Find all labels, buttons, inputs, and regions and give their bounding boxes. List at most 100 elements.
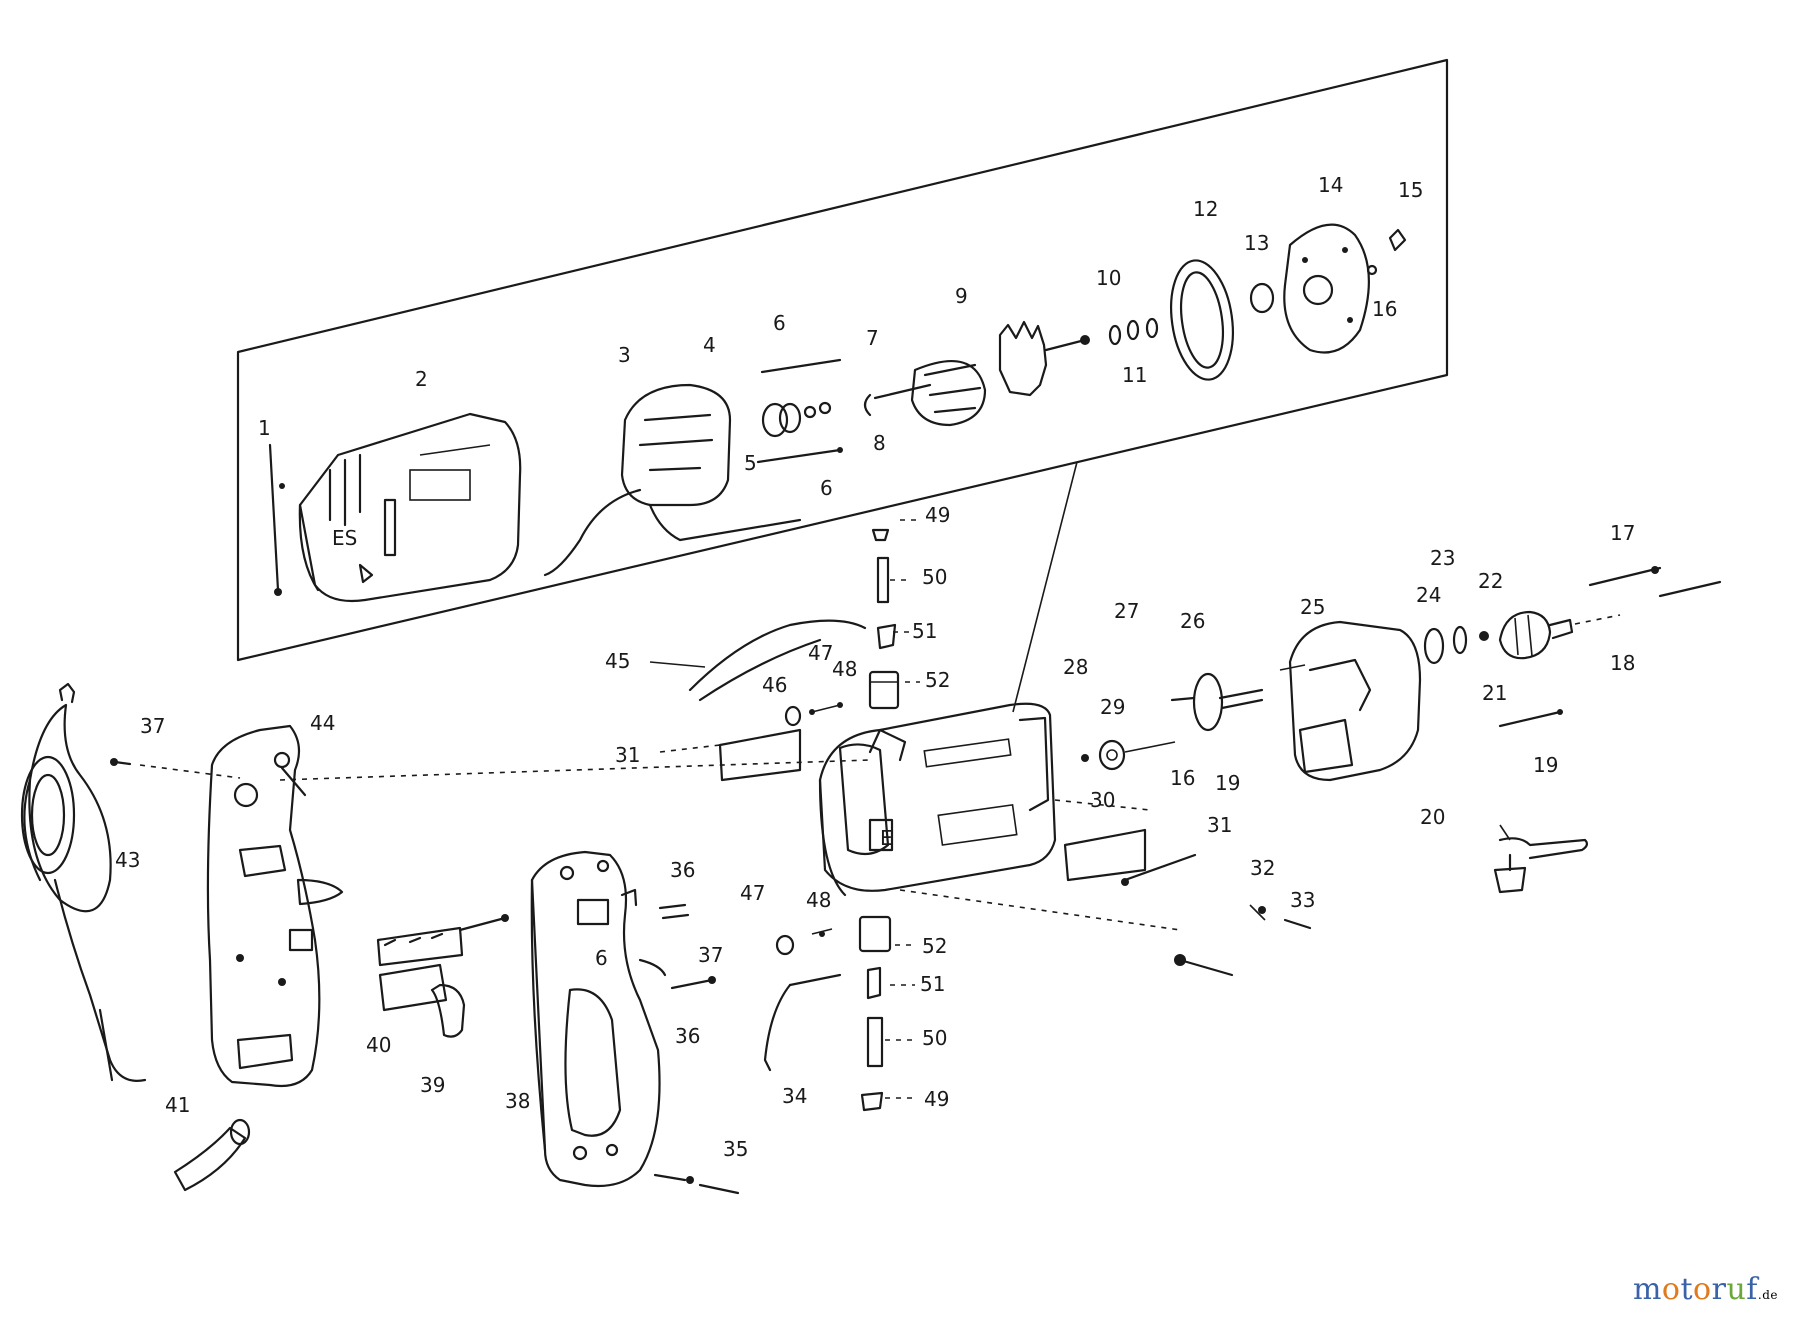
callout-label-51: 51 bbox=[912, 619, 937, 643]
callout-label-18: 18 bbox=[1610, 651, 1635, 675]
part-21-pin bbox=[1498, 709, 1563, 728]
callout-label-23: 23 bbox=[1430, 546, 1455, 570]
callout-label-4: 4 bbox=[703, 333, 716, 357]
callout-label-47: 47 bbox=[808, 641, 833, 665]
callout-label-29: 29 bbox=[1100, 695, 1125, 719]
part-31-screw-lower bbox=[1121, 853, 1197, 886]
part-14-end-plate bbox=[1283, 223, 1370, 354]
part-15-clip bbox=[1388, 228, 1407, 252]
callout-label-27: 27 bbox=[1114, 599, 1139, 623]
part-13-bushing bbox=[1249, 282, 1275, 314]
callout-label-31: 31 bbox=[615, 743, 640, 767]
label-leaders bbox=[649, 519, 1511, 1099]
callout-label-16: 16 bbox=[1372, 297, 1397, 321]
watermark-letter: f bbox=[1746, 1272, 1758, 1307]
callout-label-49: 49 bbox=[925, 503, 950, 527]
part-17-key bbox=[1588, 566, 1722, 598]
callout-label-22: 22 bbox=[1478, 569, 1503, 593]
callout-label-37: 37 bbox=[698, 943, 723, 967]
callout-label-24: 24 bbox=[1416, 583, 1441, 607]
part-6-pin bbox=[756, 358, 843, 464]
callout-label-34: 34 bbox=[782, 1084, 807, 1108]
svg-text:E: E bbox=[880, 826, 893, 850]
watermark: motoruf.de bbox=[1633, 1272, 1778, 1307]
watermark-letter: r bbox=[1711, 1272, 1727, 1307]
part-49-cap-upper bbox=[871, 528, 890, 542]
part-9-armature bbox=[863, 320, 1090, 427]
callout-label-30: 30 bbox=[1090, 788, 1115, 812]
callout-label-47: 47 bbox=[740, 881, 765, 905]
part-1-spring bbox=[268, 443, 285, 596]
part-43-power-cord bbox=[20, 682, 147, 1082]
callout-label-40: 40 bbox=[366, 1033, 391, 1057]
part-51-spring-upper bbox=[876, 623, 897, 650]
part-23-washer bbox=[1452, 625, 1468, 655]
callout-label-16: 16 bbox=[1170, 766, 1195, 790]
assembly-line-mid bbox=[279, 759, 871, 781]
part-4-bearing bbox=[761, 402, 802, 438]
callout-label-3: 3 bbox=[618, 343, 631, 367]
part-30-bracket bbox=[1063, 828, 1147, 882]
part-44-handle-left bbox=[206, 724, 344, 1088]
part-32-screw bbox=[1174, 954, 1234, 977]
part-31-bracket-upper bbox=[659, 728, 802, 782]
part-3-field-coil bbox=[543, 383, 802, 577]
callout-label-2: 2 bbox=[415, 367, 428, 391]
callout-label-17: 17 bbox=[1610, 521, 1635, 545]
part-20-chuck-key bbox=[1493, 837, 1589, 894]
part-50-brush-lower bbox=[866, 1016, 884, 1068]
callout-label-14: 14 bbox=[1318, 173, 1343, 197]
svg-text:6: 6 bbox=[595, 946, 608, 970]
watermark-letter: m bbox=[1632, 1272, 1662, 1307]
callout-label-48: 48 bbox=[832, 657, 857, 681]
callout-label-45: 45 bbox=[605, 649, 630, 673]
callout-label-38: 38 bbox=[505, 1089, 530, 1113]
callout-label-10: 10 bbox=[1096, 266, 1121, 290]
part-10-washers bbox=[1108, 317, 1159, 346]
callout-label-32: 32 bbox=[1250, 856, 1275, 880]
callout-label-44: 44 bbox=[310, 711, 335, 735]
watermark-letter: u bbox=[1726, 1272, 1747, 1307]
watermark-letter: o bbox=[1693, 1272, 1712, 1307]
part-35-screws bbox=[653, 1173, 740, 1195]
callout-label-50: 50 bbox=[922, 1026, 947, 1050]
callout-label-5: 5 bbox=[744, 451, 757, 475]
inset-panel bbox=[236, 58, 1449, 662]
part-36-screws-right bbox=[658, 903, 716, 990]
callout-label-36: 36 bbox=[675, 1024, 700, 1048]
part-26-gear bbox=[1170, 672, 1264, 732]
callout-label-21: 21 bbox=[1482, 681, 1507, 705]
callout-label-48: 48 bbox=[806, 888, 831, 912]
callout-label-31: 31 bbox=[1207, 813, 1232, 837]
callout-label-50: 50 bbox=[922, 565, 947, 589]
callout-label-26: 26 bbox=[1180, 609, 1205, 633]
callout-label-1: 1 bbox=[258, 416, 271, 440]
part-18-chuck bbox=[1498, 610, 1621, 660]
part-49-cap-lower bbox=[860, 1091, 884, 1112]
part-2-field-housing: ES bbox=[298, 412, 522, 603]
callout-label-7: 7 bbox=[866, 326, 879, 350]
callout-label-43: 43 bbox=[115, 848, 140, 872]
callout-label-19: 19 bbox=[1215, 771, 1240, 795]
watermark-letter: o bbox=[1661, 1272, 1681, 1307]
part-16-screw bbox=[1366, 264, 1378, 276]
callout-label-6: 6 bbox=[820, 476, 833, 500]
callout-label-37: 37 bbox=[140, 714, 165, 738]
part-22-ring bbox=[1479, 631, 1489, 641]
callout-label-6: 6 bbox=[773, 311, 786, 335]
part-41-strain-relief bbox=[173, 1118, 251, 1192]
part-33-washer bbox=[1258, 906, 1312, 930]
callout-label-12: 12 bbox=[1193, 197, 1218, 221]
part-25-gear-case bbox=[1279, 620, 1422, 782]
part-40-switch bbox=[376, 914, 509, 1012]
main-motor-housing: E bbox=[818, 702, 1181, 931]
watermark-letter: t bbox=[1680, 1272, 1694, 1307]
callout-label-9: 9 bbox=[955, 284, 968, 308]
callout-label-41: 41 bbox=[165, 1093, 190, 1117]
part-37-screw-left bbox=[110, 758, 132, 766]
assembly-line-right bbox=[1054, 799, 1151, 811]
callout-label-13: 13 bbox=[1244, 231, 1269, 255]
callout-label-49: 49 bbox=[924, 1087, 949, 1111]
part-45-wire bbox=[688, 619, 867, 702]
